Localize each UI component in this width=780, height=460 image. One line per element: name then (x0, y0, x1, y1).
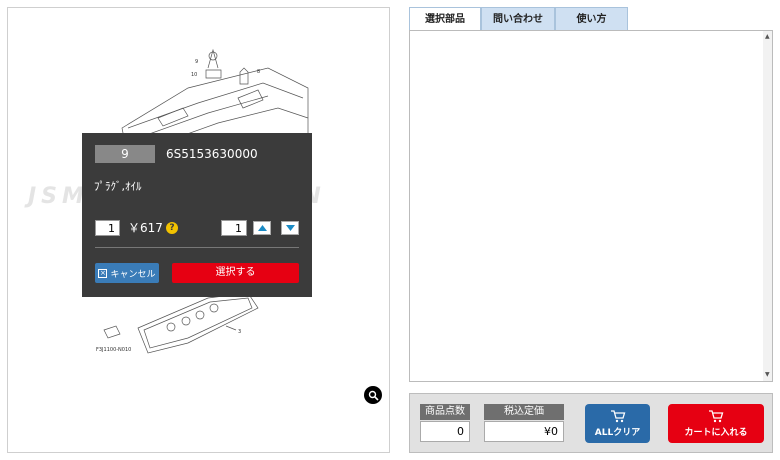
scrollbar[interactable]: ▲ ▼ (763, 31, 772, 381)
arrow-up-icon[interactable] (253, 221, 271, 235)
ref-number: 9 (95, 145, 155, 163)
arrow-down-icon[interactable] (281, 221, 299, 235)
callout-10: 10 (191, 72, 197, 78)
all-clear-label: ALLクリア (594, 428, 641, 438)
cart-icon (610, 410, 625, 423)
scroll-down-icon[interactable]: ▼ (765, 371, 770, 378)
cancel-label: キャンセル (110, 269, 156, 280)
cart-icon (709, 410, 724, 423)
zoom-icon[interactable] (364, 386, 382, 404)
figure-code: F3J1100-N010 (96, 347, 131, 353)
selected-parts-list: ▲ ▼ (409, 30, 773, 382)
tab-inquiry[interactable]: 問い合わせ (481, 7, 555, 31)
callout-8: 8 (257, 69, 260, 75)
total-price-value: ¥0 (484, 421, 564, 442)
scroll-up-icon[interactable]: ▲ (765, 33, 770, 40)
item-count-value: 0 (420, 421, 470, 442)
all-clear-button[interactable]: ALLクリア (585, 404, 650, 443)
unit-price: ￥617 (128, 221, 163, 235)
tab-selected-parts[interactable]: 選択部品 (409, 7, 481, 31)
total-price-label: 税込定価 (484, 404, 564, 420)
cancel-button[interactable]: × キャンセル (95, 263, 159, 283)
add-to-cart-button[interactable]: カートに入れる (668, 404, 764, 443)
part-number: 6S5153630000 (166, 147, 258, 161)
help-icon[interactable]: ? (166, 222, 178, 234)
part-name: ﾌﾟﾗｸﾞ,ｵｲﾙ (94, 180, 142, 193)
divider (95, 247, 299, 248)
part-popup: 9 6S5153630000 ﾌﾟﾗｸﾞ,ｵｲﾙ 1 ￥617 ? 1 × キャ… (82, 133, 312, 297)
callout-3: 3 (238, 329, 241, 335)
tab-how-to[interactable]: 使い方 (555, 7, 628, 31)
item-count-label: 商品点数 (420, 404, 470, 420)
select-button[interactable]: 選択する (172, 263, 299, 283)
qty-per-unit: 1 (95, 220, 120, 236)
tab-bar: 選択部品 問い合わせ 使い方 (409, 7, 628, 31)
add-to-cart-label: カートに入れる (684, 428, 748, 438)
order-qty-input[interactable]: 1 (221, 220, 247, 236)
close-icon: × (98, 268, 108, 278)
callout-9: 9 (195, 59, 198, 65)
cart-summary: 商品点数 0 税込定価 ¥0 ALLクリア カートに入れる (409, 393, 773, 453)
